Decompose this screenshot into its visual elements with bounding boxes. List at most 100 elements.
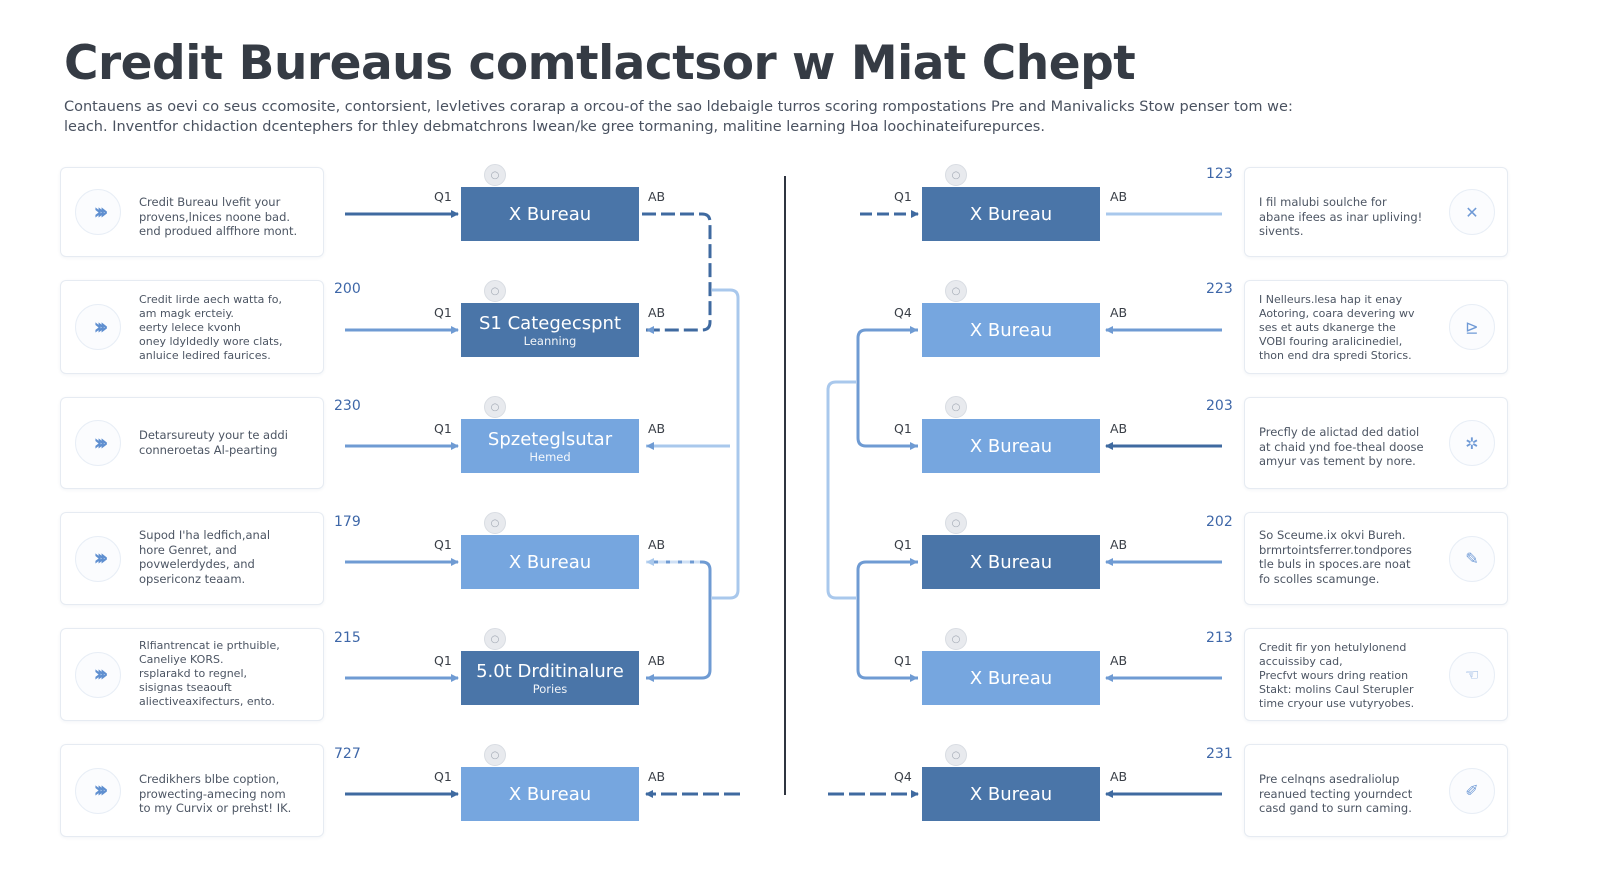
card-line: opsericonz teaam. — [139, 571, 246, 586]
pencil-icon: ✎ — [1449, 535, 1495, 582]
card-line: tle buls in spoces.are noat — [1259, 557, 1411, 571]
node-handle-icon[interactable]: ○ — [945, 512, 967, 534]
card-line: accuissiby cad, — [1259, 655, 1343, 668]
node-handle-icon[interactable]: ○ — [484, 628, 506, 650]
card-line: end produed alffhore mont. — [139, 224, 298, 238]
card-text: Credit lirde aech watta fo, am magk erct… — [139, 293, 313, 363]
double-chevron-icon: ››› — [75, 767, 121, 814]
bureau-node[interactable]: X Bureau — [922, 767, 1100, 821]
node-handle-icon[interactable]: ○ — [484, 280, 506, 302]
pen-icon: ✐ — [1449, 767, 1495, 814]
card-line: sisignas tseaouft — [139, 681, 232, 694]
x-mark-icon: ✕ — [1449, 189, 1495, 235]
node-subtitle: Hemed — [529, 449, 571, 464]
node-handle-icon[interactable]: ○ — [484, 744, 506, 766]
left-card[interactable]: ››› Rlfiantrencat ie prthuible, Caneliye… — [60, 628, 324, 721]
node-handle-icon[interactable]: ○ — [945, 744, 967, 766]
node-input-label: Q1 — [434, 537, 452, 552]
bureau-node[interactable]: X Bureau — [922, 303, 1100, 357]
left-card[interactable]: ››› Credikhers blbe coption, prowecting-… — [60, 744, 324, 837]
node-input-label: Q1 — [434, 305, 452, 320]
card-text: Pre celnqns asedraliolup reanued tecting… — [1259, 772, 1433, 816]
bracket-connector — [856, 328, 918, 448]
card-line: conneroetas Al-pearting — [139, 442, 278, 457]
node-handle-icon[interactable]: ○ — [945, 164, 967, 186]
node-input-label: Q1 — [434, 421, 452, 436]
node-handle-icon[interactable]: ○ — [945, 280, 967, 302]
node-title: 5.0t Drditinalure — [476, 660, 624, 682]
bureau-node[interactable]: X Bureau — [461, 535, 639, 589]
bureau-node[interactable]: X Bureau — [922, 651, 1100, 705]
card-line: Credit lirde aech watta fo, — [139, 293, 282, 306]
card-line: Detarsureuty your te addi — [139, 428, 288, 442]
bureau-node[interactable]: X Bureau — [461, 767, 639, 821]
card-text: Credit Bureau lvefit your provens,lnices… — [139, 195, 313, 239]
bureau-node[interactable]: 5.0t Drditinalure Pories — [461, 651, 639, 705]
right-card[interactable]: ✲ Precfly de alictad ded datiol at chaid… — [1244, 397, 1508, 489]
node-output-label: AB — [648, 537, 666, 552]
right-card[interactable]: ☜ Credit fir yon hetulylonend accuissiby… — [1244, 628, 1508, 721]
node-handle-icon[interactable]: ○ — [484, 512, 506, 534]
node-title: X Bureau — [508, 551, 592, 573]
card-line: Rlfiantrencat ie prthuible, — [139, 639, 280, 652]
left-score-number: 179 — [334, 514, 361, 530]
node-subtitle: Leanning — [523, 333, 577, 348]
bureau-node[interactable]: X Bureau — [922, 187, 1100, 241]
hand-icon: ☜ — [1449, 651, 1495, 698]
card-line: oney ldyldedly wore clats, — [139, 335, 283, 348]
node-output-label: AB — [1110, 305, 1128, 320]
bureau-node[interactable]: X Bureau — [922, 535, 1100, 589]
node-output-label: AB — [1110, 769, 1128, 784]
card-line: I Nelleurs.lesa hap it enay — [1259, 293, 1403, 306]
card-line: Credikhers blbe coption, — [139, 772, 280, 786]
page-title: Credit Bureaus comtlactsor w Miat Chept — [64, 36, 1136, 91]
bureau-node[interactable]: Spzeteglsutar Hemed — [461, 419, 639, 473]
card-line: amyur vas tement by nore. — [1259, 454, 1416, 468]
left-score-number: 200 — [334, 281, 361, 297]
left-card[interactable]: ››› Detarsureuty your te addi conneroeta… — [60, 397, 324, 489]
card-line: ses et auts dkanerge the — [1259, 321, 1396, 334]
bureau-node[interactable]: S1 Categecspnt Leanning — [461, 303, 639, 357]
card-line: aliectiveaxifecturs, ento. — [139, 695, 275, 708]
node-output-label: AB — [648, 189, 666, 204]
node-input-label: Q1 — [434, 769, 452, 784]
bracket-connector — [646, 560, 712, 680]
right-score-number: 231 — [1206, 746, 1233, 762]
node-output-label: AB — [648, 769, 666, 784]
node-title: Spzeteglsutar — [487, 428, 613, 450]
node-handle-icon[interactable]: ○ — [945, 396, 967, 418]
card-text: I Nelleurs.lesa hap it enay Aotoring, co… — [1259, 293, 1433, 363]
bracket-connector — [712, 288, 740, 600]
card-line: Supod I'ha ledfich,anal — [139, 528, 271, 542]
node-output-label: AB — [1110, 421, 1128, 436]
card-line: Credit Bureau lvefit your — [139, 195, 281, 209]
card-line: Aotoring, coara devering wv — [1259, 307, 1415, 320]
node-handle-icon[interactable]: ○ — [484, 396, 506, 418]
bureau-node[interactable]: X Bureau — [461, 187, 639, 241]
node-title: X Bureau — [969, 319, 1053, 341]
left-card[interactable]: ››› Supod I'ha ledfich,anal hore Genret,… — [60, 512, 324, 605]
card-line: brmrtointsferrer.tondpores — [1259, 542, 1412, 557]
card-text: Precfly de alictad ded datiol at chaid y… — [1259, 425, 1433, 469]
node-handle-icon[interactable]: ○ — [484, 164, 506, 186]
card-line: sivents. — [1259, 224, 1304, 238]
node-title: X Bureau — [969, 783, 1053, 805]
card-line: casd gand to surn caming. — [1259, 801, 1412, 815]
right-card[interactable]: ✐ Pre celnqns asedraliolup reanued tecti… — [1244, 744, 1508, 837]
right-card[interactable]: ✎ So Sceume.ix okvi Bureh. brmrtointsfer… — [1244, 512, 1508, 605]
node-subtitle: Pories — [532, 681, 568, 696]
card-line: time cryour use vutyryobes. — [1259, 697, 1415, 710]
node-title: X Bureau — [969, 435, 1053, 457]
right-card[interactable]: ⊵ I Nelleurs.lesa hap it enay Aotoring, … — [1244, 280, 1508, 374]
node-handle-icon[interactable]: ○ — [945, 628, 967, 650]
left-card[interactable]: ››› Credit lirde aech watta fo, am magk … — [60, 280, 324, 374]
card-line: Precfvt wours dring reation — [1259, 669, 1409, 682]
bureau-node[interactable]: X Bureau — [922, 419, 1100, 473]
right-card[interactable]: ✕ I fil malubi soulche for abane ifees a… — [1244, 167, 1508, 257]
card-line: Pre celnqns asedraliolup — [1259, 772, 1400, 786]
left-card[interactable]: ››› Credit Bureau lvefit your provens,ln… — [60, 167, 324, 257]
node-title: X Bureau — [969, 203, 1053, 225]
card-line: Caneliye KORS. — [139, 653, 224, 666]
node-input-label: Q1 — [894, 421, 912, 436]
